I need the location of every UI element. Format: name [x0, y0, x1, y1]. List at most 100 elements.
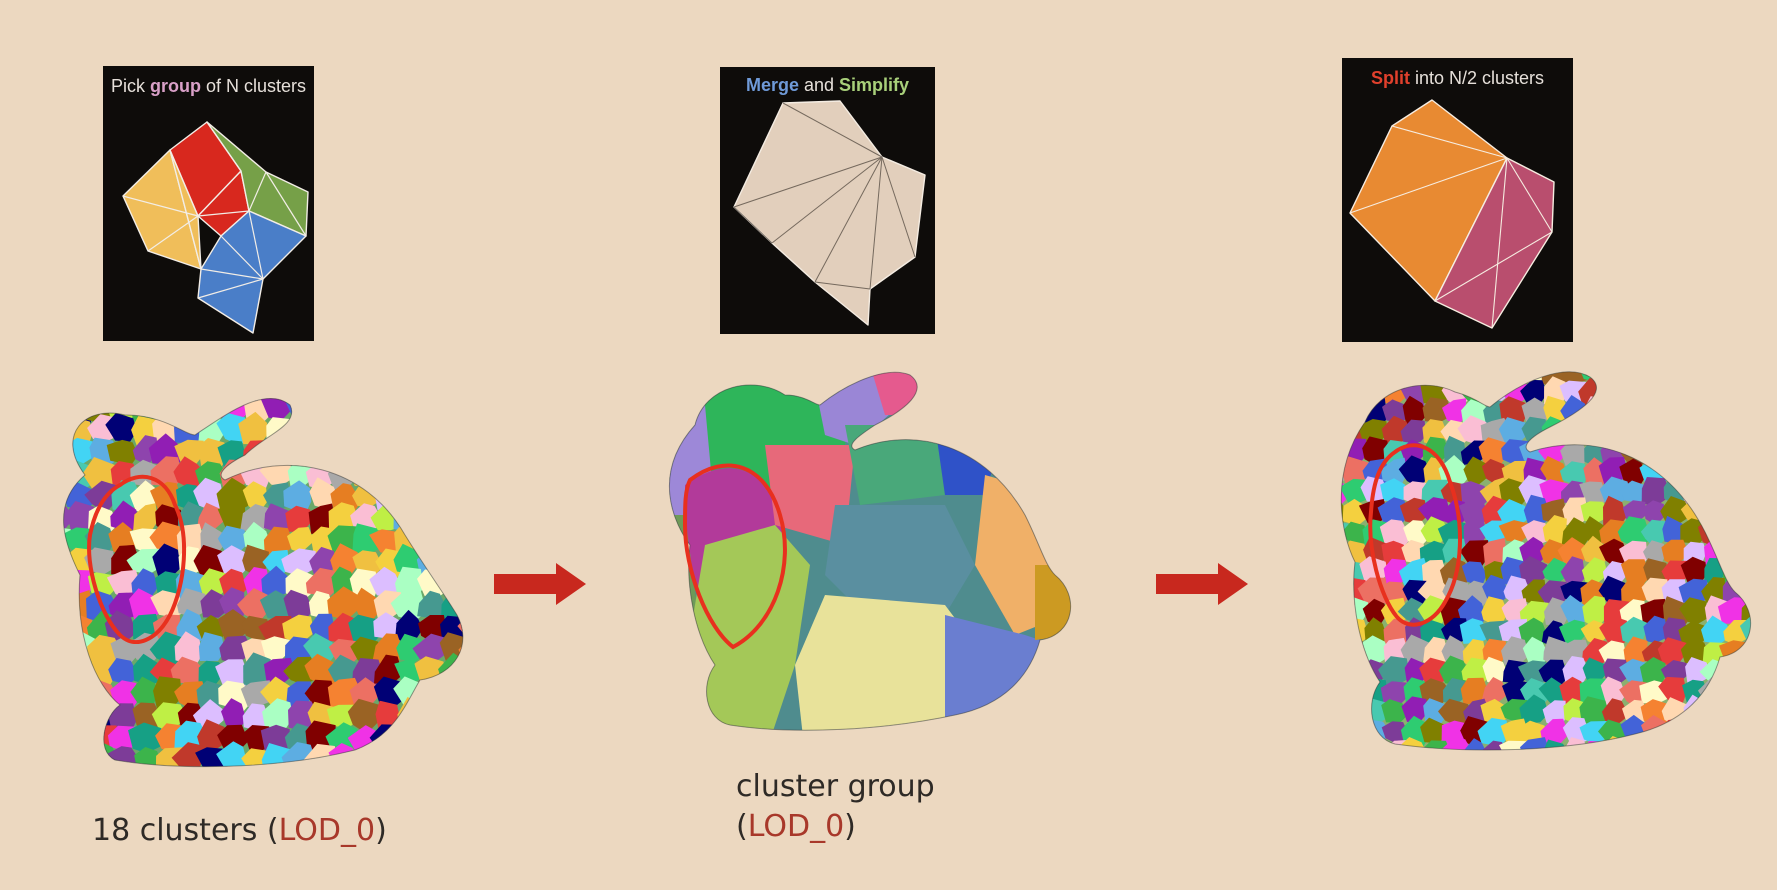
cluster-patch	[412, 454, 447, 491]
cluster-patch	[374, 654, 403, 684]
cluster-patch	[461, 458, 463, 487]
cluster-patch	[1502, 679, 1530, 704]
cluster-patch	[417, 414, 450, 443]
cluster-patch	[1341, 375, 1352, 405]
cluster-patch	[1621, 576, 1649, 605]
cluster-patch	[1560, 556, 1586, 584]
cluster-patch	[1341, 739, 1350, 750]
cluster-patch	[332, 767, 361, 775]
cluster-patch	[1341, 639, 1351, 663]
cluster-patch	[1521, 579, 1547, 608]
cluster-patch	[1643, 558, 1669, 584]
cluster-patch	[308, 766, 338, 767]
cluster-patch	[1603, 414, 1630, 444]
cluster-patch	[1739, 616, 1751, 647]
cluster-patch	[241, 748, 269, 767]
cluster-patch	[1457, 415, 1487, 446]
cluster-patch	[1657, 739, 1691, 750]
cluster-patch	[1540, 718, 1569, 744]
cluster-patch	[1739, 679, 1751, 705]
cluster-patch	[63, 611, 72, 645]
cluster-patch	[285, 505, 313, 532]
cluster-patch	[1379, 519, 1412, 548]
cluster-patch	[1659, 398, 1688, 425]
bunny-split-clusters	[1340, 371, 1751, 751]
cluster-patch	[458, 527, 463, 558]
cluster-patch	[1498, 520, 1529, 543]
cluster-patch	[1721, 719, 1749, 750]
cluster-patch	[284, 417, 320, 446]
cluster-patch	[239, 764, 274, 767]
cluster-patch	[1520, 737, 1552, 750]
cluster-patch	[1621, 736, 1646, 750]
cluster-patch	[217, 609, 248, 643]
cluster-patch	[242, 703, 269, 732]
cluster-patch	[126, 548, 163, 575]
cluster-patch	[438, 703, 463, 734]
cluster-patch	[25, 611, 50, 645]
cluster-patch	[1639, 397, 1668, 427]
cluster-patch	[1483, 537, 1507, 568]
cluster-patch	[1662, 435, 1689, 468]
cluster-patch	[1521, 520, 1551, 546]
cluster-patch	[25, 679, 49, 708]
cluster-patch	[104, 610, 137, 642]
cluster-patch	[1697, 376, 1728, 406]
cluster-patch	[1740, 439, 1751, 469]
cluster-patch	[216, 477, 252, 510]
cluster-patch	[461, 398, 463, 404]
cluster-patch	[396, 419, 427, 446]
cluster-patch	[64, 703, 99, 729]
cluster-patch	[1701, 476, 1726, 507]
cluster-patch	[1341, 599, 1349, 630]
cluster-patch	[1720, 371, 1751, 387]
cluster-patch	[63, 764, 73, 767]
cluster-patch	[1519, 555, 1551, 585]
cluster-patch	[1640, 519, 1669, 550]
cluster-patch	[63, 630, 73, 664]
cluster-patch	[219, 568, 247, 597]
cluster-patch	[1438, 698, 1473, 728]
cluster-patch	[1381, 721, 1409, 746]
cluster-patch	[174, 631, 203, 666]
cluster-patch	[461, 679, 463, 709]
cluster-patch	[1662, 371, 1687, 389]
cluster-patch	[65, 398, 95, 425]
cluster-patch	[215, 659, 251, 690]
cluster-patch	[193, 477, 225, 513]
cluster-patch	[1643, 615, 1668, 644]
cluster-patch	[419, 523, 447, 556]
cluster-patch	[1743, 494, 1751, 525]
cluster-patch	[1341, 717, 1353, 746]
cluster-patch	[88, 398, 117, 401]
cluster-patch	[1682, 397, 1706, 427]
cluster-patch	[237, 588, 271, 623]
cluster-patch	[241, 615, 272, 645]
cluster-patch	[1402, 579, 1429, 606]
split-mesh	[1349, 99, 1555, 329]
cluster-patch	[1399, 497, 1428, 525]
cluster-patch	[63, 659, 77, 691]
caption-middle-close: )	[844, 809, 856, 844]
cluster-patch	[25, 548, 51, 579]
cluster-patch	[25, 522, 48, 553]
cluster-patch	[46, 375, 74, 398]
cluster-patch	[1680, 419, 1708, 450]
cluster-patch	[1417, 497, 1452, 524]
caption-left-lod: LOD_0	[278, 813, 376, 848]
cluster-patch	[1419, 540, 1452, 566]
cluster-patch	[440, 679, 463, 707]
cluster-patch	[198, 632, 225, 661]
cluster-patch	[352, 523, 384, 555]
cluster-patch	[221, 698, 247, 732]
cluster-patch	[1482, 656, 1509, 685]
cluster-patch	[1518, 617, 1549, 649]
cluster-patch	[1699, 371, 1726, 385]
cluster-patch	[88, 764, 115, 767]
cluster-patch	[394, 741, 424, 767]
cluster-patch	[283, 480, 312, 515]
cluster-patch	[1698, 437, 1728, 464]
cluster-patch	[461, 569, 463, 598]
cluster-patch	[1381, 699, 1407, 723]
cluster-patch	[464, 393, 475, 424]
